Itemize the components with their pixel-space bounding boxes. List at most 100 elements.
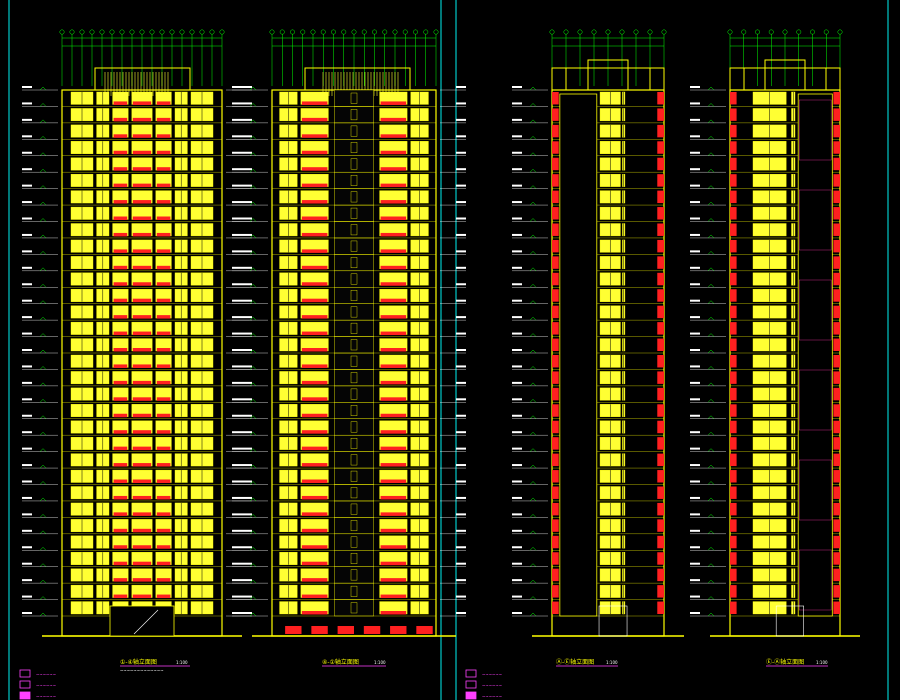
- level-text-mark: [456, 168, 466, 171]
- balcony-rail: [113, 134, 128, 138]
- stair-core-panel: [334, 467, 374, 485]
- stair-core-panel: [334, 89, 374, 107]
- level-tick: [39, 103, 44, 107]
- level-tick: [707, 218, 712, 222]
- level-tick: [710, 497, 715, 502]
- stair-window: [350, 437, 358, 449]
- level-tick: [249, 497, 254, 502]
- balcony-rail: [156, 117, 171, 122]
- balcony-rail: [156, 150, 171, 155]
- level-text-mark: [690, 283, 700, 286]
- balcony-edge: [730, 124, 737, 138]
- balcony-edge: [730, 552, 737, 565]
- balcony-edge: [657, 223, 664, 236]
- level-text-mark: [242, 414, 252, 417]
- level-text-mark: [690, 135, 700, 138]
- level-tick: [532, 481, 537, 485]
- level-tick: [42, 267, 47, 271]
- balcony-rail: [132, 413, 152, 418]
- balcony-rail: [380, 430, 407, 434]
- level-tick: [532, 448, 537, 452]
- ground-shop-sign: [311, 626, 328, 634]
- stair-core-panel: [334, 550, 374, 567]
- side-entrance: [598, 605, 628, 637]
- balcony-rail: [380, 528, 407, 533]
- level-tick: [710, 399, 715, 403]
- level-tick: [252, 579, 257, 584]
- level-text-mark: [512, 381, 522, 384]
- level-tick: [710, 234, 715, 239]
- balcony-rail: [156, 463, 171, 467]
- level-tick: [710, 333, 715, 337]
- entrance-ramp: [133, 609, 159, 635]
- legend-swatch: [19, 680, 31, 689]
- level-tick: [42, 563, 47, 567]
- level-text-mark: [242, 447, 252, 450]
- balcony-rail: [380, 545, 407, 549]
- level-tick: [529, 530, 534, 534]
- level-tick: [252, 234, 257, 239]
- balcony-edge: [657, 437, 664, 450]
- solid-wall-panel: [797, 93, 833, 617]
- level-text-mark: [456, 398, 466, 401]
- level-tick: [707, 464, 712, 469]
- level-tick: [42, 514, 47, 518]
- balcony-edge: [552, 207, 559, 220]
- level-text-mark: [232, 398, 242, 401]
- level-text-mark: [690, 431, 700, 434]
- axis-bubble: [129, 29, 135, 35]
- level-tick: [42, 234, 47, 239]
- level-text-mark: [690, 316, 700, 319]
- level-tick: [42, 579, 47, 584]
- balcony-edge: [552, 404, 559, 417]
- level-tick: [707, 514, 712, 518]
- legend-label: ~~~~~~: [482, 694, 502, 699]
- balcony-edge: [657, 157, 664, 171]
- legend-label: ~~~~~~: [36, 683, 56, 688]
- balcony-rail: [132, 134, 152, 138]
- balcony-rail: [113, 528, 128, 533]
- level-text-mark: [232, 217, 242, 220]
- level-text-mark: [512, 299, 522, 302]
- level-tick: [710, 514, 715, 518]
- balcony-rail: [156, 561, 171, 566]
- balcony-rail: [113, 463, 128, 467]
- axis-bubble: [782, 29, 788, 35]
- level-tick: [42, 119, 47, 124]
- level-text-mark: [512, 86, 522, 88]
- level-tick: [249, 316, 254, 321]
- axis-bubble: [169, 29, 175, 35]
- level-text-mark: [242, 102, 252, 105]
- balcony-edge: [657, 387, 664, 401]
- level-tick: [707, 300, 712, 304]
- stair-window: [350, 388, 358, 400]
- level-tick: [42, 432, 47, 436]
- level-tick: [39, 382, 44, 387]
- balcony-edge: [552, 420, 559, 434]
- stair-core-panel: [334, 139, 374, 156]
- level-text-mark: [512, 283, 522, 286]
- level-text-mark: [22, 266, 32, 269]
- axis-bubble: [549, 29, 555, 35]
- balcony-rail: [113, 446, 128, 451]
- balcony-rail: [132, 430, 152, 434]
- level-tick: [710, 563, 715, 567]
- balcony-edge: [552, 502, 559, 516]
- stair-window: [350, 191, 358, 203]
- axis-bubble: [392, 29, 398, 35]
- balcony-edge: [833, 486, 840, 499]
- level-tick: [42, 333, 47, 337]
- level-text-mark: [690, 612, 700, 614]
- level-text-mark: [690, 513, 700, 516]
- facade: [552, 91, 664, 617]
- balcony-rail: [380, 611, 407, 615]
- balcony-edge: [730, 190, 737, 204]
- balcony-rail: [380, 265, 407, 270]
- balcony-edge: [833, 535, 840, 549]
- axis-bubble: [279, 29, 285, 35]
- balcony-rail: [132, 495, 152, 500]
- level-tick: [529, 333, 534, 337]
- stair-core-panel: [334, 599, 374, 617]
- level-text-mark: [512, 513, 522, 516]
- stair-core-panel: [334, 336, 374, 354]
